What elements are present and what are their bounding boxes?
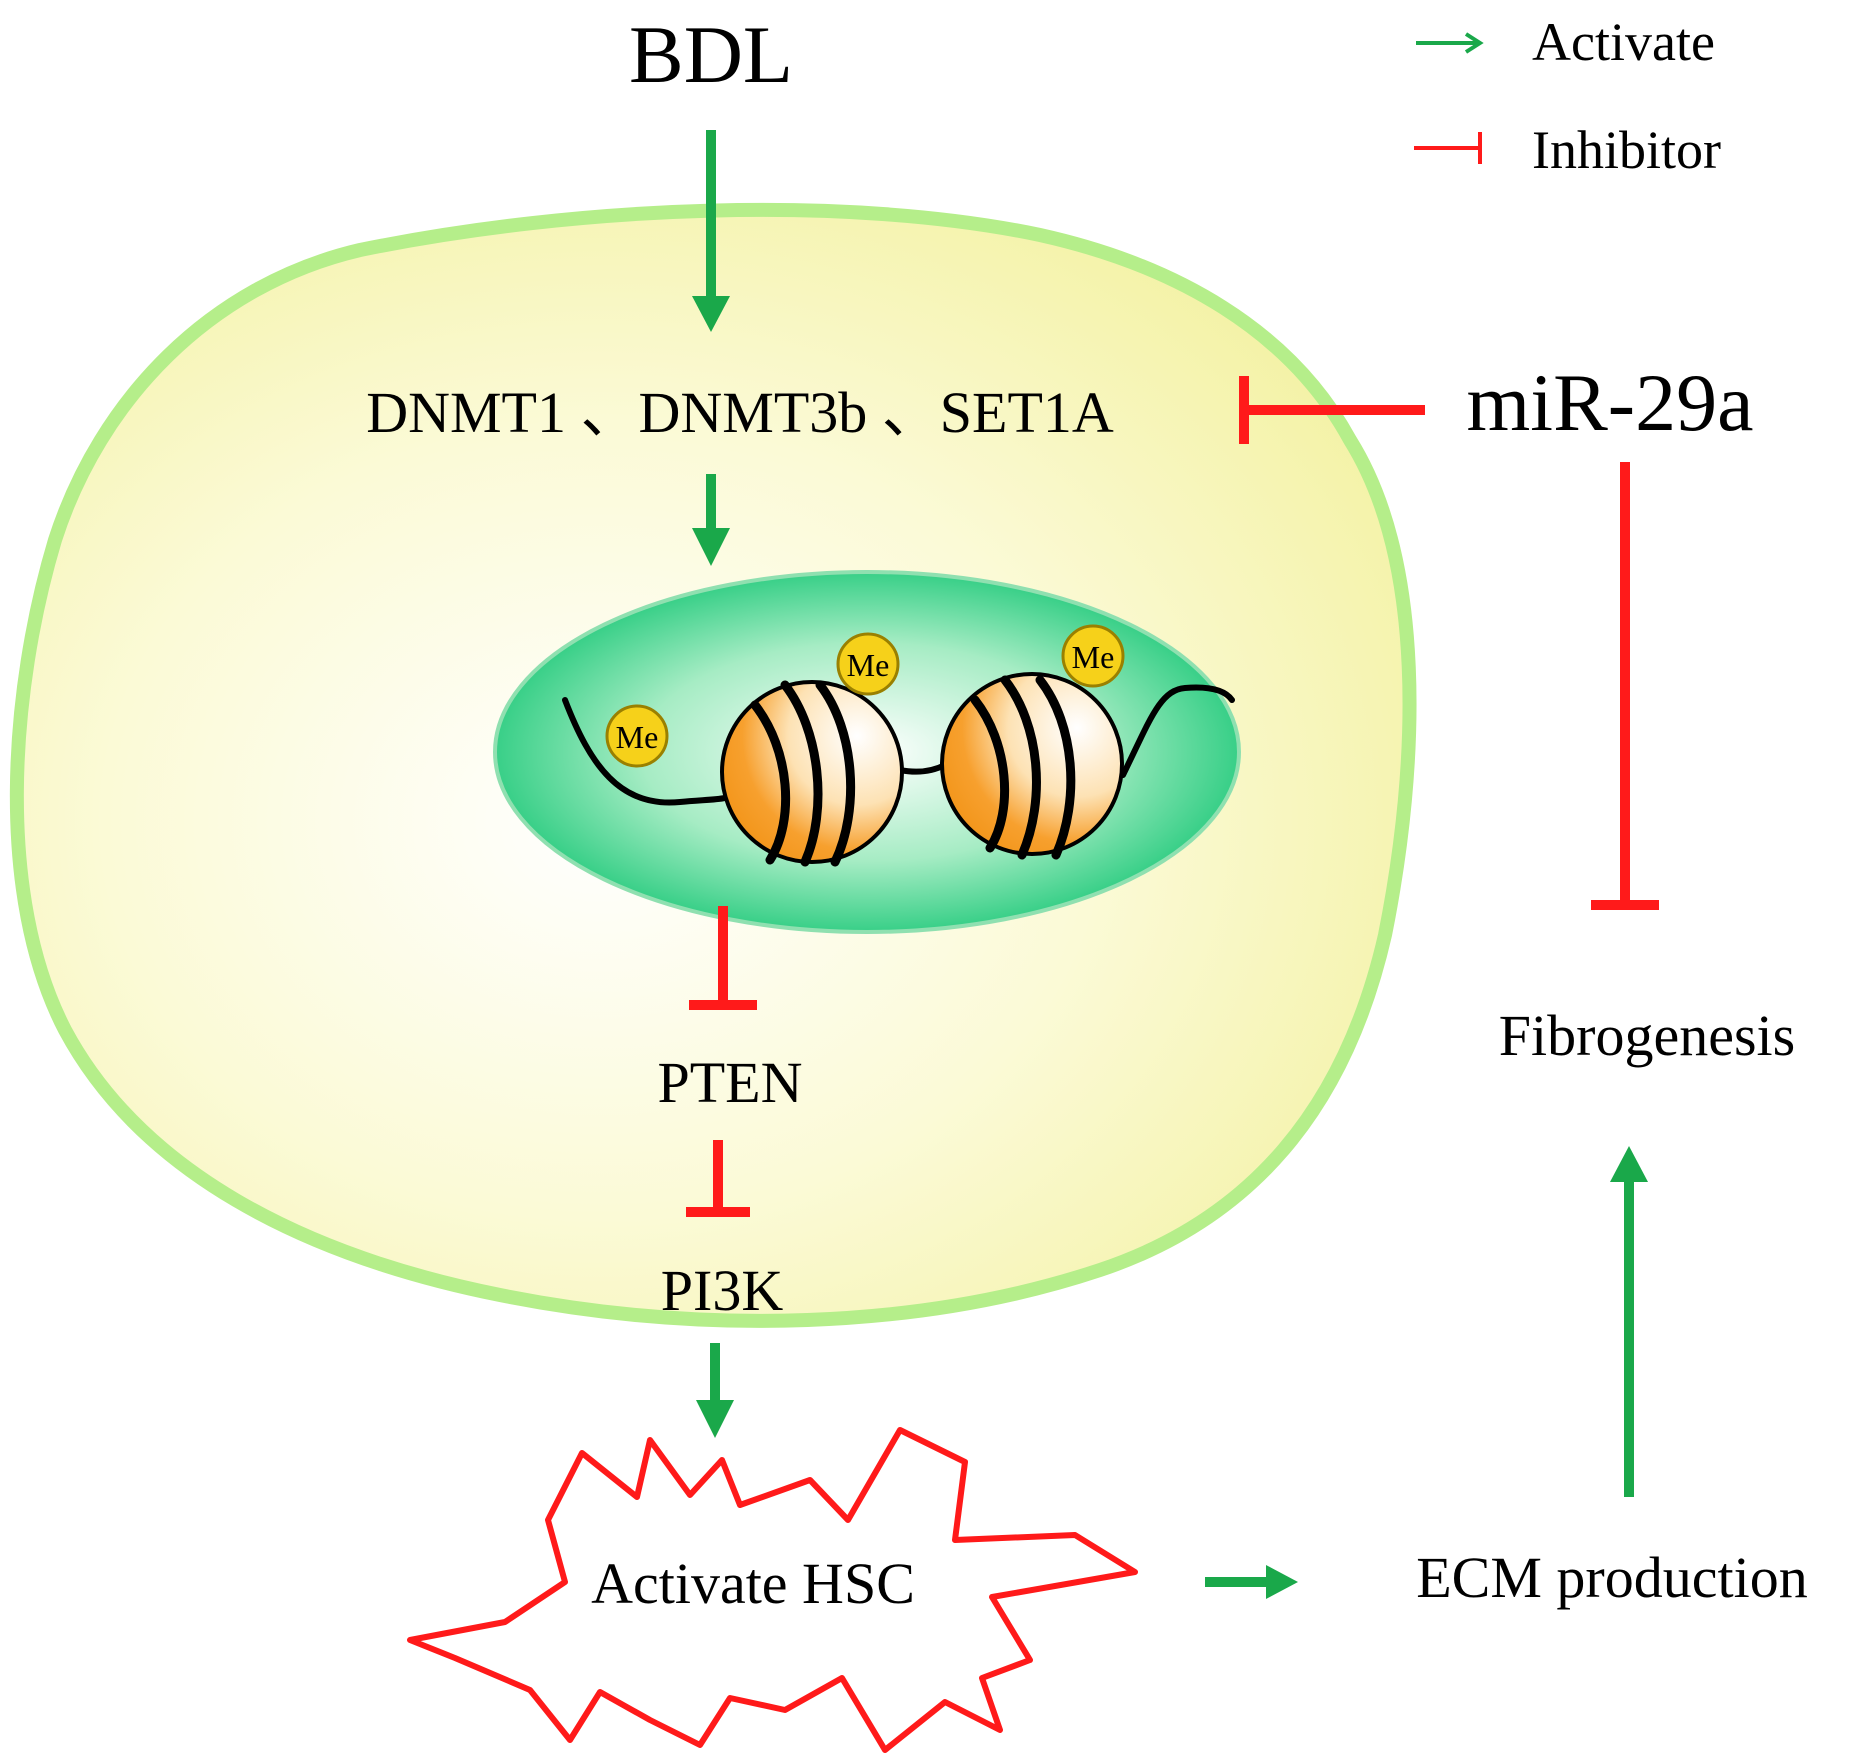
mir-29a-label: miR-29a bbox=[1467, 357, 1754, 448]
legend-activate-arrow-icon bbox=[1416, 32, 1484, 54]
arrow-ecm-to-fibrogenesis bbox=[1610, 1146, 1648, 1497]
arrow-hsc-to-ecm bbox=[1205, 1565, 1298, 1599]
ecm-production-label: ECM production bbox=[1416, 1545, 1807, 1610]
methyl-mark-2: Me bbox=[836, 632, 900, 696]
inhibit-mir-to-enzymes bbox=[1239, 376, 1425, 444]
nucleosome-1 bbox=[720, 680, 904, 867]
methyl-mark-3: Me bbox=[1061, 624, 1125, 688]
nucleosome-2 bbox=[940, 672, 1124, 860]
svg-text:Me: Me bbox=[847, 647, 890, 683]
bdl-label: BDL bbox=[629, 9, 793, 100]
pi3k-label: PI3K bbox=[661, 1258, 784, 1323]
legend-inhibitor-label: Inhibitor bbox=[1532, 120, 1721, 180]
pten-label: PTEN bbox=[658, 1050, 803, 1115]
fibrogenesis-label: Fibrogenesis bbox=[1499, 1003, 1795, 1068]
arrow-pi3k-to-hsc bbox=[696, 1343, 734, 1438]
methyl-mark-1: Me bbox=[605, 704, 669, 768]
svg-text:Me: Me bbox=[616, 719, 659, 755]
legend-inhibitor-bar-icon bbox=[1414, 132, 1482, 164]
activated-hsc-starburst bbox=[407, 1427, 1138, 1753]
arrow-enzymes-to-nucleus bbox=[692, 474, 730, 566]
legend: Activate Inhibitor bbox=[1414, 12, 1721, 180]
enzymes-label: DNMT1 、DNMT3b 、SET1A bbox=[366, 380, 1114, 445]
inhibit-mir-to-fibrogenesis bbox=[1591, 462, 1659, 910]
legend-activate-label: Activate bbox=[1532, 12, 1715, 72]
inhibit-nucleus-to-pten bbox=[689, 906, 757, 1010]
activated-hsc-label: Activate HSC bbox=[591, 1551, 915, 1616]
arrow-bdl-to-enzymes bbox=[692, 130, 730, 332]
svg-text:Me: Me bbox=[1072, 639, 1115, 675]
inhibit-pten-to-pi3k bbox=[686, 1140, 750, 1217]
